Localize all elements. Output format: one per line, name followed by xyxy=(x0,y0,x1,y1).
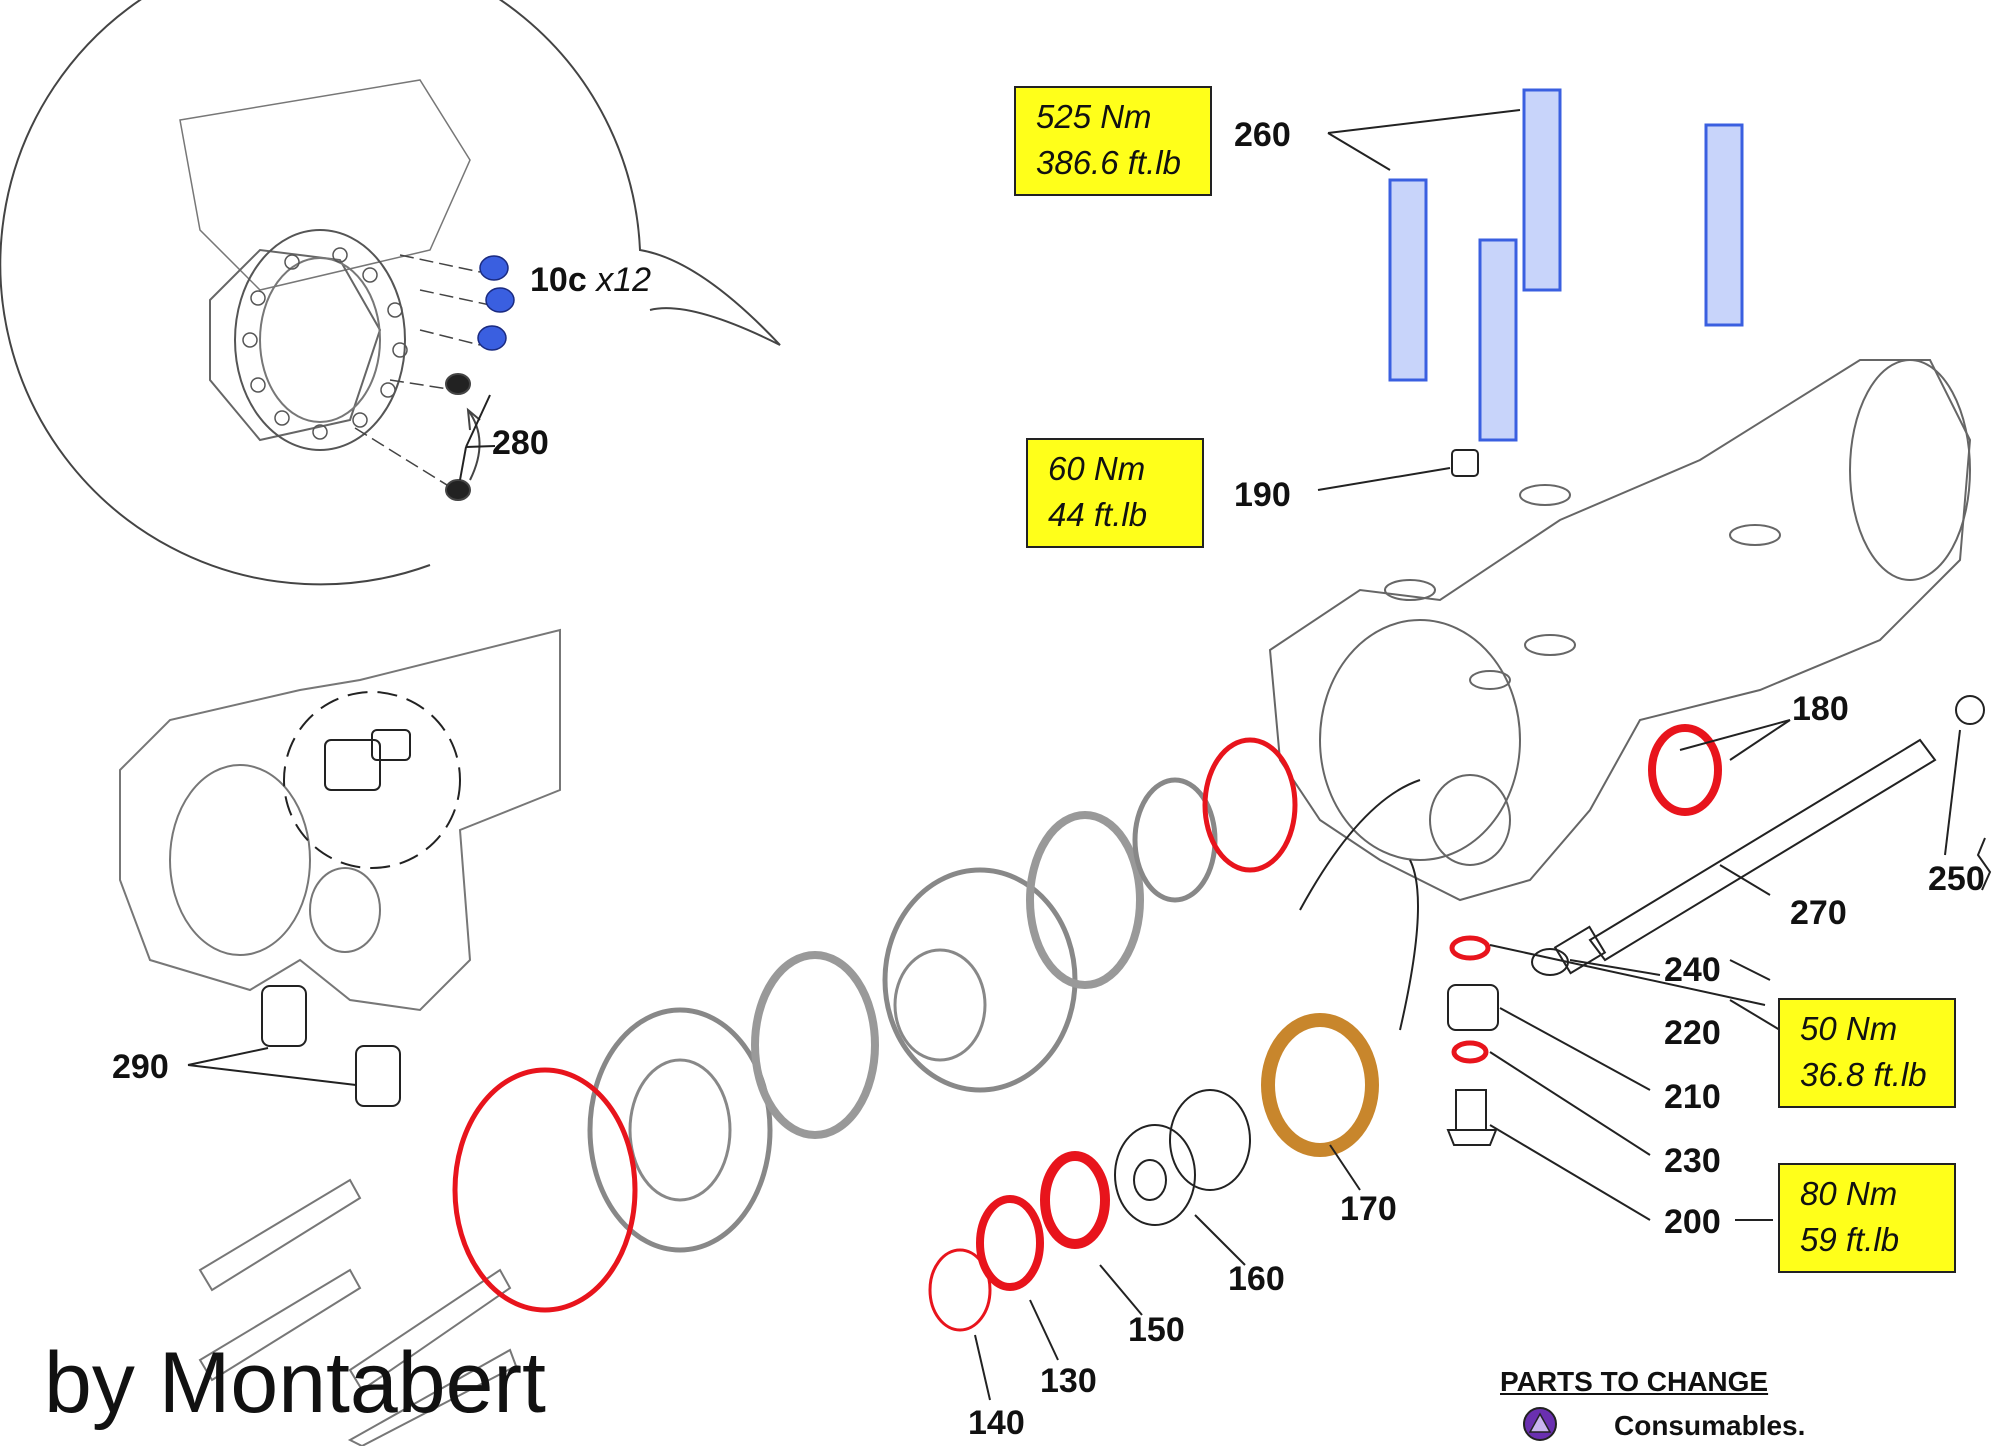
plugs-10c xyxy=(477,255,515,351)
torque-200-ftlb: 59 ft.lb xyxy=(1800,1221,1900,1258)
label-220: 220 xyxy=(1664,1014,1721,1052)
part-10c: 10c xyxy=(530,261,587,299)
legend-title: PARTS TO CHANGE xyxy=(1500,1366,1769,1397)
main-housing xyxy=(1268,359,1972,1031)
torque-190-nm: 60 Nm xyxy=(1048,450,1146,487)
gear-170 xyxy=(1261,1013,1379,1157)
detail-magnifier xyxy=(0,0,781,586)
label-170: 170 xyxy=(1340,1190,1397,1228)
planetary-assembly xyxy=(587,777,1218,1253)
label-280: 280 xyxy=(492,424,549,462)
label-140: 140 xyxy=(968,1404,1025,1442)
carrier-160 xyxy=(1114,1089,1251,1226)
consumable-seals xyxy=(452,724,1722,1332)
torque-240-nm: 50 Nm xyxy=(1800,1010,1898,1047)
torque-200-nm: 80 Nm xyxy=(1800,1175,1898,1212)
consumable-triangle-icon xyxy=(1523,1407,1557,1441)
label-260: 260 xyxy=(1234,116,1291,154)
label-150: 150 xyxy=(1128,1311,1185,1349)
torque-box-200: 80 Nm 59 ft.lb xyxy=(1778,1163,1956,1273)
label-160: 160 xyxy=(1228,1260,1285,1298)
leader-lines xyxy=(187,109,1961,1401)
torque-260-nm: 525 Nm xyxy=(1036,98,1152,135)
torque-box-260: 525 Nm 386.6 ft.lb xyxy=(1014,86,1212,196)
label-210: 210 xyxy=(1664,1078,1721,1116)
label-230: 230 xyxy=(1664,1142,1721,1180)
label-250: 250 xyxy=(1928,860,1985,898)
torque-box-190: 60 Nm 44 ft.lb xyxy=(1026,438,1204,548)
label-130: 130 xyxy=(1040,1362,1097,1400)
torque-240-ftlb: 36.8 ft.lb xyxy=(1800,1056,1927,1093)
torque-260-ftlb: 386.6 ft.lb xyxy=(1036,144,1181,181)
label-290: 290 xyxy=(112,1048,169,1086)
studs xyxy=(198,1178,518,1448)
bolts-260 xyxy=(1388,88,1744,442)
sleeves-290 xyxy=(261,985,401,1107)
label-10c: 10c x12 xyxy=(530,263,651,297)
wrench-icon xyxy=(1976,837,1992,891)
label-270: 270 xyxy=(1790,894,1847,932)
torque-190-ftlb: 44 ft.lb xyxy=(1048,496,1148,533)
plugs-280 xyxy=(445,373,471,501)
label-200: 200 xyxy=(1664,1203,1721,1241)
small-housing-view xyxy=(119,628,561,1012)
torque-box-240: 50 Nm 36.8 ft.lb xyxy=(1778,998,1956,1108)
shaft-270 xyxy=(1553,695,1985,975)
qty-10c: x12 xyxy=(596,261,652,299)
label-180: 180 xyxy=(1792,690,1849,728)
label-240: 240 xyxy=(1664,951,1721,989)
legend-consumables: Consumables. xyxy=(1614,1410,1806,1441)
brand-caption: by Montabert xyxy=(44,1335,546,1431)
label-190: 190 xyxy=(1234,476,1291,514)
